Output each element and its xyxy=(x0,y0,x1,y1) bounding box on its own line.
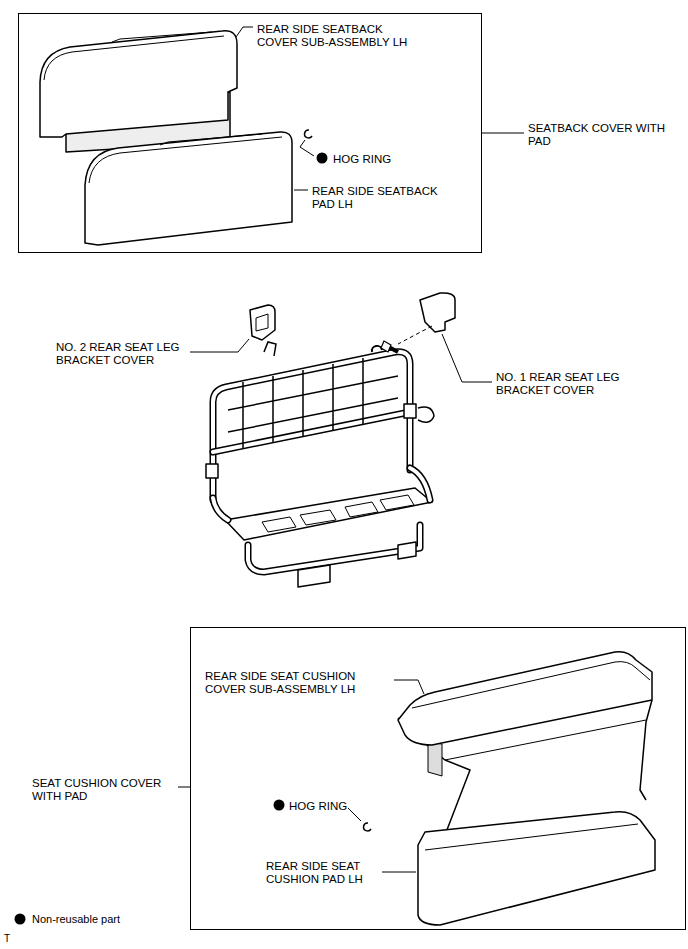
leader-line xyxy=(294,190,308,191)
leader-line xyxy=(394,680,424,694)
bracket-cover-detail xyxy=(256,314,268,331)
seat-frame xyxy=(206,342,434,587)
leader-line xyxy=(236,27,253,37)
bracket-cover xyxy=(250,305,275,340)
legend-text: Non-reusable part xyxy=(32,913,120,926)
part-name: REAR SIDE SEATBACK PAD LH xyxy=(312,185,462,211)
cover-flap xyxy=(428,742,442,776)
install-line xyxy=(398,326,432,344)
seam-line xyxy=(425,824,638,850)
part-name: HOG RING xyxy=(289,800,347,813)
leader-line xyxy=(442,334,492,382)
seam-line xyxy=(44,36,224,80)
cover-skirt xyxy=(640,700,652,800)
leader-line xyxy=(190,339,249,352)
cushion-pad xyxy=(418,812,655,925)
part-name: REAR SIDE SEAT CUSHION PAD LH xyxy=(266,860,406,886)
non-reusable-mark xyxy=(317,153,328,164)
leader-line xyxy=(482,133,524,134)
leader-line xyxy=(382,872,416,873)
leader-line xyxy=(348,808,361,821)
group-frame: REAR SIDE SEATBACK COVER SUB-ASSEMBLY LH… xyxy=(18,13,482,253)
hog-ring xyxy=(305,130,312,138)
seatback-cover xyxy=(40,31,237,137)
bracket-cover xyxy=(420,293,455,332)
figure-code: T xyxy=(4,932,10,945)
seatback-pad xyxy=(85,132,292,245)
part-name: REAR SIDE SEATBACK COVER SUB-ASSEMBLY LH xyxy=(257,23,417,49)
part-name: SEATBACK COVER WITH PAD xyxy=(528,122,678,148)
part-name: REAR SIDE SEAT CUSHION COVER SUB-ASSEMBL… xyxy=(205,670,390,696)
leader-line xyxy=(300,140,314,156)
part-name: SEAT CUSHION COVER WITH PAD xyxy=(32,777,182,803)
screw-head xyxy=(381,341,391,352)
seam-line xyxy=(89,137,282,183)
part-name: NO. 1 REAR SEAT LEG BRACKET COVER xyxy=(496,371,646,397)
cushion-cover xyxy=(398,652,652,745)
hog-ring xyxy=(364,823,371,831)
seam-line xyxy=(412,662,650,708)
leader-line xyxy=(178,787,190,788)
non-reusable-mark xyxy=(274,800,285,811)
group-frame: REAR SIDE SEAT CUSHION COVER SUB-ASSEMBL… xyxy=(190,627,686,930)
seam-line xyxy=(160,134,262,145)
legend-symbol xyxy=(15,914,26,925)
part-name: HOG RING xyxy=(333,153,391,166)
seam-line xyxy=(112,32,212,42)
part-name: NO. 2 REAR SEAT LEG BRACKET COVER xyxy=(56,341,206,367)
